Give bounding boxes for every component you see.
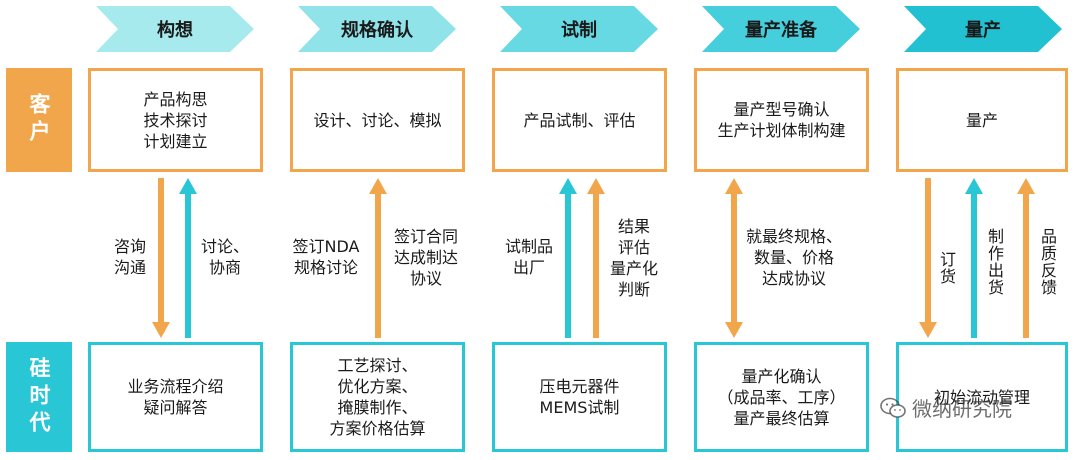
arrow-up-icon (559, 178, 577, 338)
stage-mass-prep: 量产准备 (702, 6, 860, 52)
arrow-up-icon (587, 178, 605, 338)
stage-trial: 试制 (500, 6, 658, 52)
customer-box-spec: 设计、讨论、模拟 (290, 68, 465, 172)
row-label-customer: 客户 (6, 68, 72, 172)
stage-label: 规格确认 (341, 20, 413, 41)
sitime-box-concept: 业务流程介绍 疑问解答 (88, 342, 263, 452)
arrow-up-orange (1016, 178, 1036, 338)
arrow-label-contract: 签订合同 达成制达 协议 (393, 227, 458, 288)
arrow-label-consult: 咨询 沟通 (113, 237, 146, 277)
chevron-shape (298, 6, 456, 52)
arrow-up-orange (586, 178, 606, 338)
arrow-up-icon (179, 178, 197, 338)
arrow-up-icon (1017, 178, 1035, 338)
arrow-label-evaluation: 结果 评估 量产化 判断 (609, 217, 658, 299)
wechat-icon (880, 397, 906, 418)
arrow-label-nda: 签订NDA 规格讨论 (292, 237, 360, 277)
sitime-box-mass: 初始流动管理 (896, 342, 1068, 452)
customer-box-trial: 产品试制、评估 (492, 68, 667, 172)
sitime-box-trial: 压电元器件 MEMS试制 (492, 342, 667, 452)
chevron-shape (500, 6, 658, 52)
arrow-up-icon (965, 178, 983, 338)
row-label-sitime: 硅时代 (6, 342, 72, 452)
sitime-box-spec: 工艺探讨、 优化方案、 掩膜制作、 方案价格估算 (290, 342, 465, 452)
customer-box-mass-prep: 量产型号确认 生产计划体制构建 (694, 68, 869, 172)
stage-spec-confirm: 规格确认 (298, 6, 456, 52)
arrow-up-cyan (964, 178, 984, 338)
arrow-label-sample-ship: 试制品 出厂 (504, 237, 553, 277)
arrow-down-icon (919, 178, 937, 338)
chevron-shape (96, 6, 254, 52)
arrow-up-orange (368, 178, 388, 338)
arrow-up-cyan (178, 178, 198, 338)
stage-label: 量产 (965, 20, 1001, 41)
chevron-shape (904, 6, 1062, 52)
arrow-label-discuss: 讨论、 协商 (200, 237, 249, 277)
watermark: 微纳研究院 (880, 393, 1012, 422)
row-label-text: 客户 (27, 93, 51, 147)
customer-box-mass: 量产 (896, 68, 1068, 172)
watermark-text: 微纳研究院 (912, 397, 1012, 421)
stage-label: 量产准备 (745, 20, 817, 41)
stage-label: 构想 (157, 20, 193, 41)
arrow-up-icon (369, 178, 387, 338)
arrow-up-cyan (558, 178, 578, 338)
stage-concept: 构想 (96, 6, 254, 52)
arrow-label-ship: 制作出货 (985, 228, 1004, 296)
customer-box-concept: 产品构思 技术探讨 计划建立 (88, 68, 263, 172)
arrow-label-order: 订货 (937, 251, 956, 285)
arrow-double-icon (725, 178, 743, 338)
row-label-text: 硅时代 (27, 356, 51, 438)
arrow-double-orange (724, 178, 744, 338)
stage-mass-production: 量产 (904, 6, 1062, 52)
sitime-box-mass-prep: 量产化确认 （成品率、工序） 量产最终估算 (694, 342, 869, 452)
arrow-down-icon (152, 178, 170, 338)
stage-label: 试制 (561, 20, 597, 41)
arrow-label-feedback: 品质反馈 (1038, 228, 1057, 296)
arrow-down-orange (151, 178, 171, 338)
arrow-label-final-agreement: 就最终规格、 数量、价格 达成协议 (745, 227, 842, 288)
chevron-shape (702, 6, 860, 52)
arrow-down-orange (918, 178, 938, 338)
